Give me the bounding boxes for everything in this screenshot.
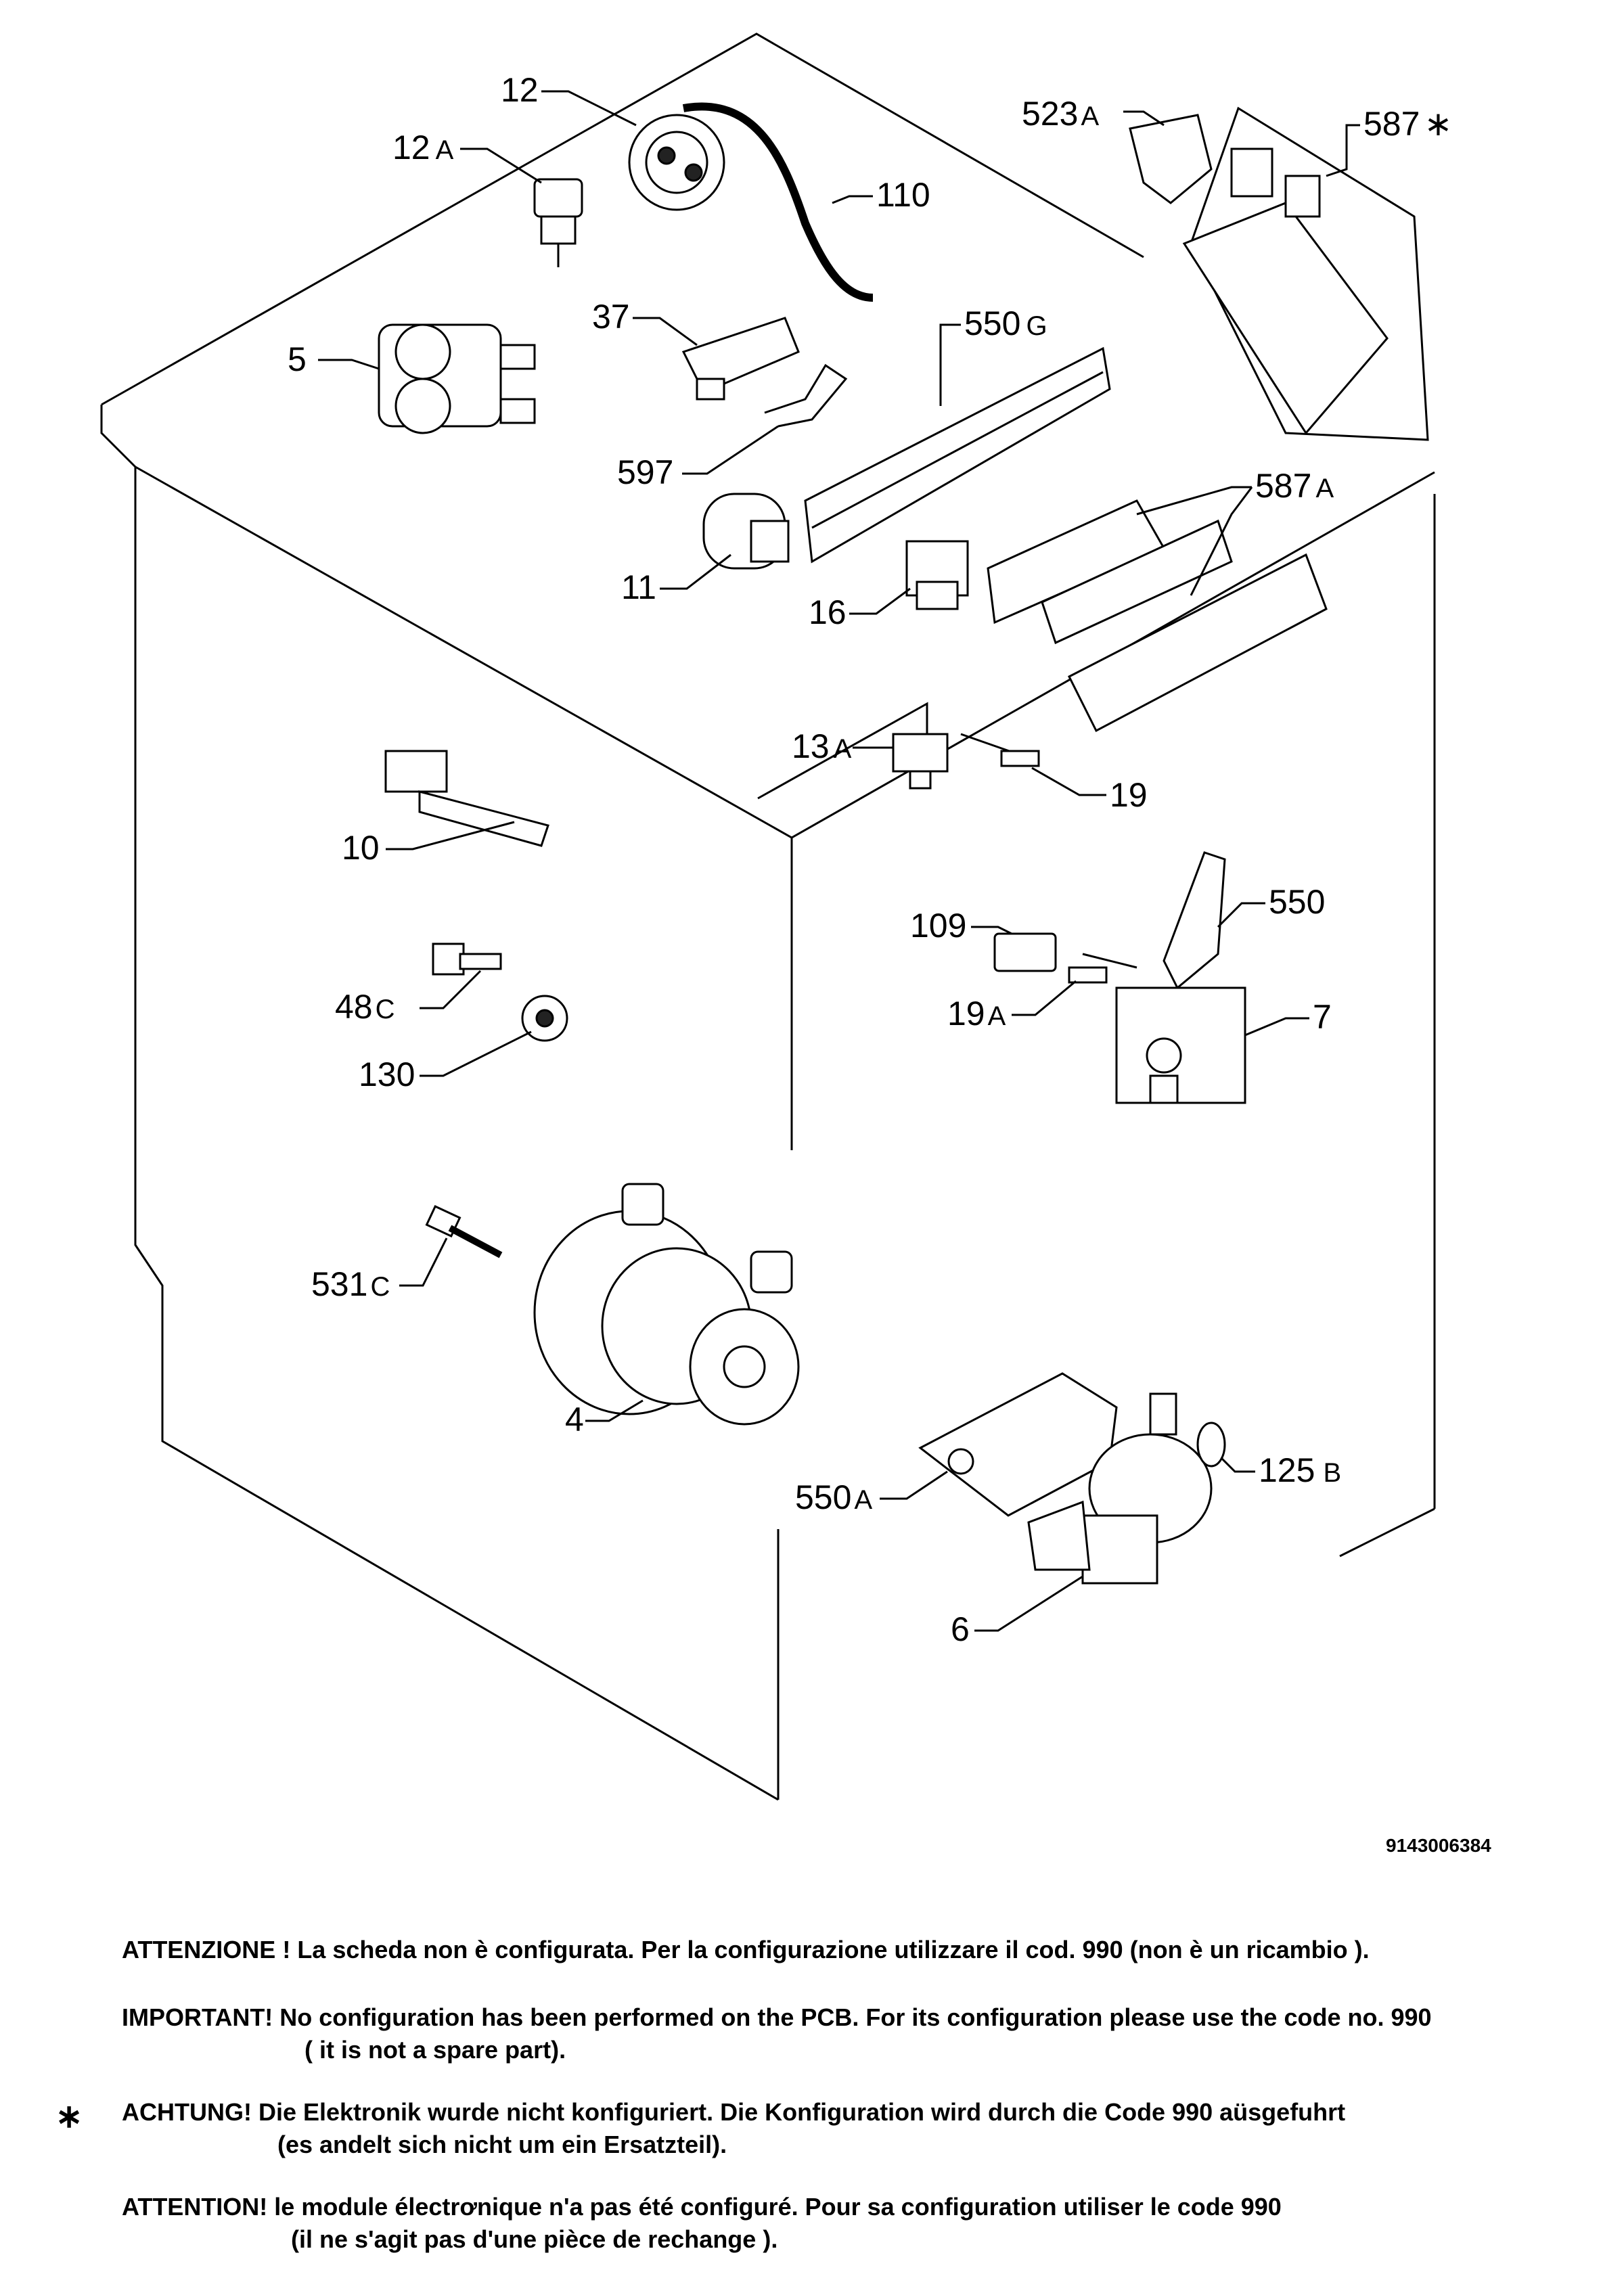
part-550g-panel: [804, 346, 1111, 564]
part-125b-o-ring: [1196, 1422, 1226, 1468]
note-german: ACHTUNG! Die Elektronik wurde nicht konf…: [122, 2098, 1346, 2158]
part-11-capacitor: [702, 493, 790, 570]
drawing-code: 9143006384: [1386, 1835, 1491, 1856]
part-597-clip: [764, 363, 848, 428]
note-french: ATTENTION! le module électrơnique n'a pa…: [122, 2193, 1282, 2253]
part-12a-sensor: [533, 178, 583, 267]
part-10-heater: [384, 750, 549, 847]
note-italian: ATTENZIONE ! La scheda non è configurata…: [122, 1936, 1370, 1963]
leader-lines: [318, 90, 1360, 1632]
part-587a-control-boards: [987, 499, 1328, 733]
part-48c-bolt: [432, 942, 502, 976]
part-7-door-lock: [1115, 986, 1246, 1104]
note-english: IMPORTANT! No configuration has been per…: [122, 2003, 1432, 2064]
part-19-sensor: [960, 733, 1040, 767]
part-523a-knob: [1129, 114, 1213, 204]
part-5-water-valve: [378, 323, 536, 434]
part-109-cover: [993, 932, 1057, 972]
part-110-hose: [682, 102, 874, 302]
part-130-nut: [521, 995, 568, 1042]
part-12-pressure-switch: [628, 114, 725, 211]
part-587-star-electronic-module: [1182, 106, 1429, 441]
part-550a-insulation-pad: [918, 1372, 1118, 1517]
label-11: 11: [621, 568, 656, 606]
part-37-connector: [681, 317, 800, 401]
part-4-motor: [533, 1183, 800, 1426]
part-19a-sensor: [1068, 953, 1137, 984]
asterisk-marker: ∗: [55, 2099, 83, 2135]
label-37: 37: [592, 298, 630, 336]
label-10: 10: [342, 829, 380, 867]
part-6-drain-pump: [1027, 1392, 1213, 1585]
part-16-switch: [905, 540, 969, 610]
part-550-lever: [1163, 851, 1226, 990]
label-12: 12: [501, 71, 539, 109]
part-531c-screw: [425, 1204, 503, 1258]
label-110: 110: [876, 176, 930, 214]
label-7: 7: [1313, 998, 1332, 1036]
label-5: 5: [288, 340, 307, 378]
label-19: 19: [1110, 776, 1148, 814]
cabinet-outline: [100, 32, 1436, 1801]
label-109: 109: [910, 907, 966, 945]
label-130: 130: [359, 1055, 415, 1093]
label-587-star: 587∗: [1363, 105, 1452, 143]
label-597: 597: [617, 453, 673, 491]
label-4: 4: [565, 1401, 584, 1438]
label-550: 550: [1269, 883, 1325, 921]
label-6: 6: [951, 1610, 970, 1648]
label-16: 16: [809, 593, 847, 631]
part-13a-terminal: [892, 733, 949, 790]
